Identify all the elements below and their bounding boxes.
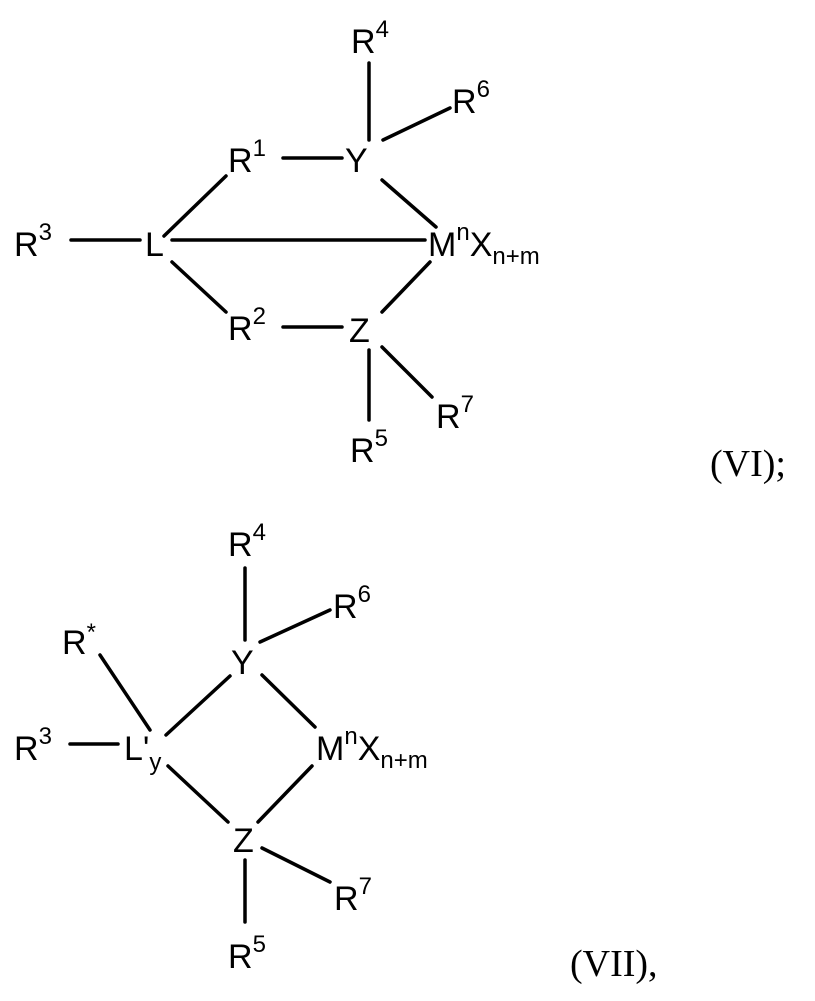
structure-vi: R4 R6 R1 Y R3 L MnXn+m R2 Z R7 R5 (VI); <box>14 16 786 485</box>
atom-r6: R6 <box>452 76 490 121</box>
bond-y-r6 <box>260 610 330 642</box>
bond-l-y <box>166 676 230 735</box>
structure-label-vii: (VII), <box>570 943 658 985</box>
atom-z: Z <box>349 312 370 350</box>
bond-l-r2 <box>172 262 226 312</box>
atom-y: Y <box>345 142 368 180</box>
bond-y-m <box>262 675 315 727</box>
atom-r7: R7 <box>436 391 474 436</box>
structure-label-vi: (VI); <box>710 443 786 485</box>
atom-r4: R4 <box>351 16 389 61</box>
bond-l-z <box>168 766 228 822</box>
atom-r1: R1 <box>228 135 266 180</box>
bond-l-r1 <box>164 176 226 236</box>
atom-r3: R3 <box>14 723 52 768</box>
atom-r6: R6 <box>333 581 371 626</box>
bond-y-r6 <box>383 108 450 140</box>
bond-m-z <box>258 766 312 822</box>
bond-z-r7 <box>382 347 432 397</box>
atom-l: L <box>145 226 164 264</box>
atom-l: L'y <box>124 730 161 776</box>
atom-z: Z <box>233 822 254 860</box>
atom-m: MnXn+m <box>428 219 540 270</box>
atom-r7: R7 <box>334 873 372 918</box>
bond-y-m <box>382 180 436 227</box>
atom-r3: R3 <box>14 219 52 264</box>
bond-z-r7 <box>262 848 330 882</box>
atom-r4: R4 <box>228 519 266 564</box>
atom-r5: R5 <box>350 425 388 470</box>
atom-m: MnXn+m <box>316 723 428 774</box>
bond-m-z <box>382 262 430 312</box>
bond-rstar-l <box>100 655 150 730</box>
structure-vii: R4 R6 R* Y R3 L'y MnXn+m Z R7 R5 (VII), <box>14 519 658 985</box>
atom-y: Y <box>231 644 254 682</box>
atom-rstar: R* <box>62 619 96 662</box>
atom-r5: R5 <box>228 931 266 976</box>
atom-r2: R2 <box>228 303 266 348</box>
